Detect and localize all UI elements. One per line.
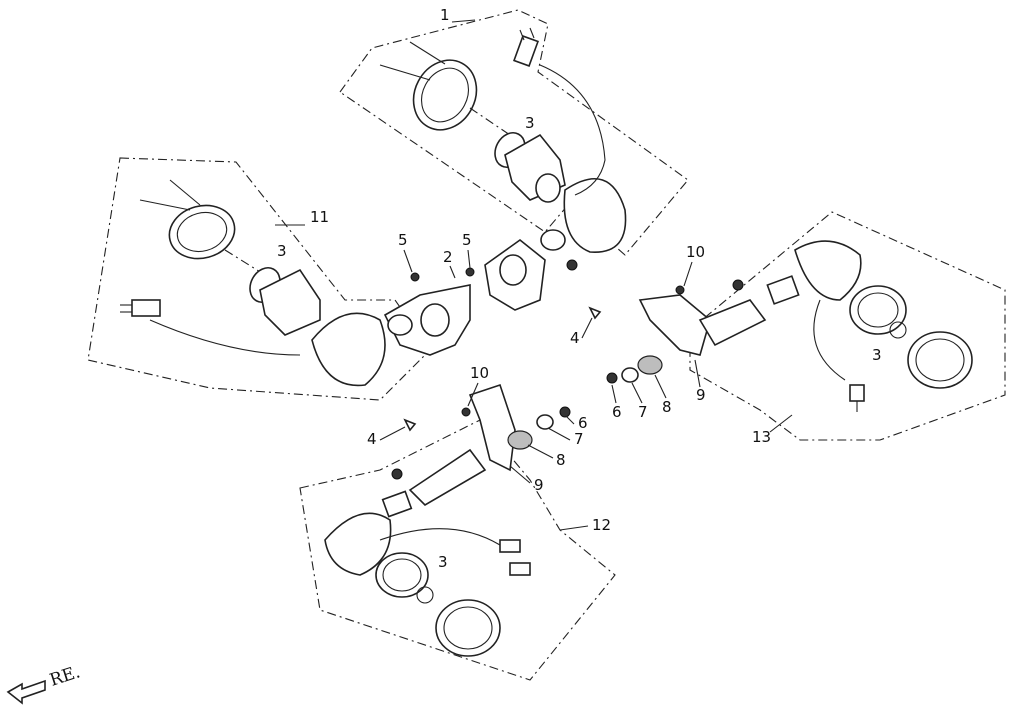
callout-8-b: 8 — [556, 451, 566, 469]
callout-3-a: 3 — [525, 114, 535, 132]
callout-3-c: 3 — [872, 346, 882, 364]
assembly-1-front-right-signal: 1 3 — [339, 6, 689, 256]
callout-9-b: 9 — [534, 476, 544, 494]
callout-3-b: 3 — [277, 242, 287, 260]
callout-2: 2 — [443, 248, 453, 266]
direction-label: RE. — [47, 662, 82, 690]
callout-6-a: 6 — [612, 403, 622, 421]
callout-11: 11 — [310, 208, 329, 226]
assembly-13-rear-right-signal: 10 9 8 7 6 13 3 — [606, 211, 1006, 446]
callout-5-b: 5 — [462, 231, 472, 249]
callout-8-a: 8 — [662, 398, 672, 416]
callout-6-b: 6 — [578, 414, 588, 432]
callout-3-d: 3 — [438, 553, 448, 571]
callout-13: 13 — [752, 428, 771, 446]
callout-9-a: 9 — [696, 386, 706, 404]
callout-4-a: 4 — [367, 430, 377, 448]
assembly-11-front-left-signal: 11 3 — [87, 157, 431, 401]
assembly-12-rear-left-signal: 10 6 7 8 9 12 3 — [299, 364, 616, 681]
callout-1: 1 — [440, 6, 450, 24]
callout-10-b: 10 — [470, 364, 489, 382]
callout-12: 12 — [592, 516, 611, 534]
callout-10-a: 10 — [686, 243, 705, 261]
front-mount-bracket: 5 2 5 4 4 — [367, 229, 602, 448]
callout-7-b: 7 — [574, 430, 584, 448]
direction-arrow-icon — [6, 679, 46, 705]
callout-4-b: 4 — [570, 329, 580, 347]
callout-5-a: 5 — [398, 231, 408, 249]
rear-direction-indicator: RE. — [6, 662, 83, 705]
callout-7-a: 7 — [638, 403, 648, 421]
